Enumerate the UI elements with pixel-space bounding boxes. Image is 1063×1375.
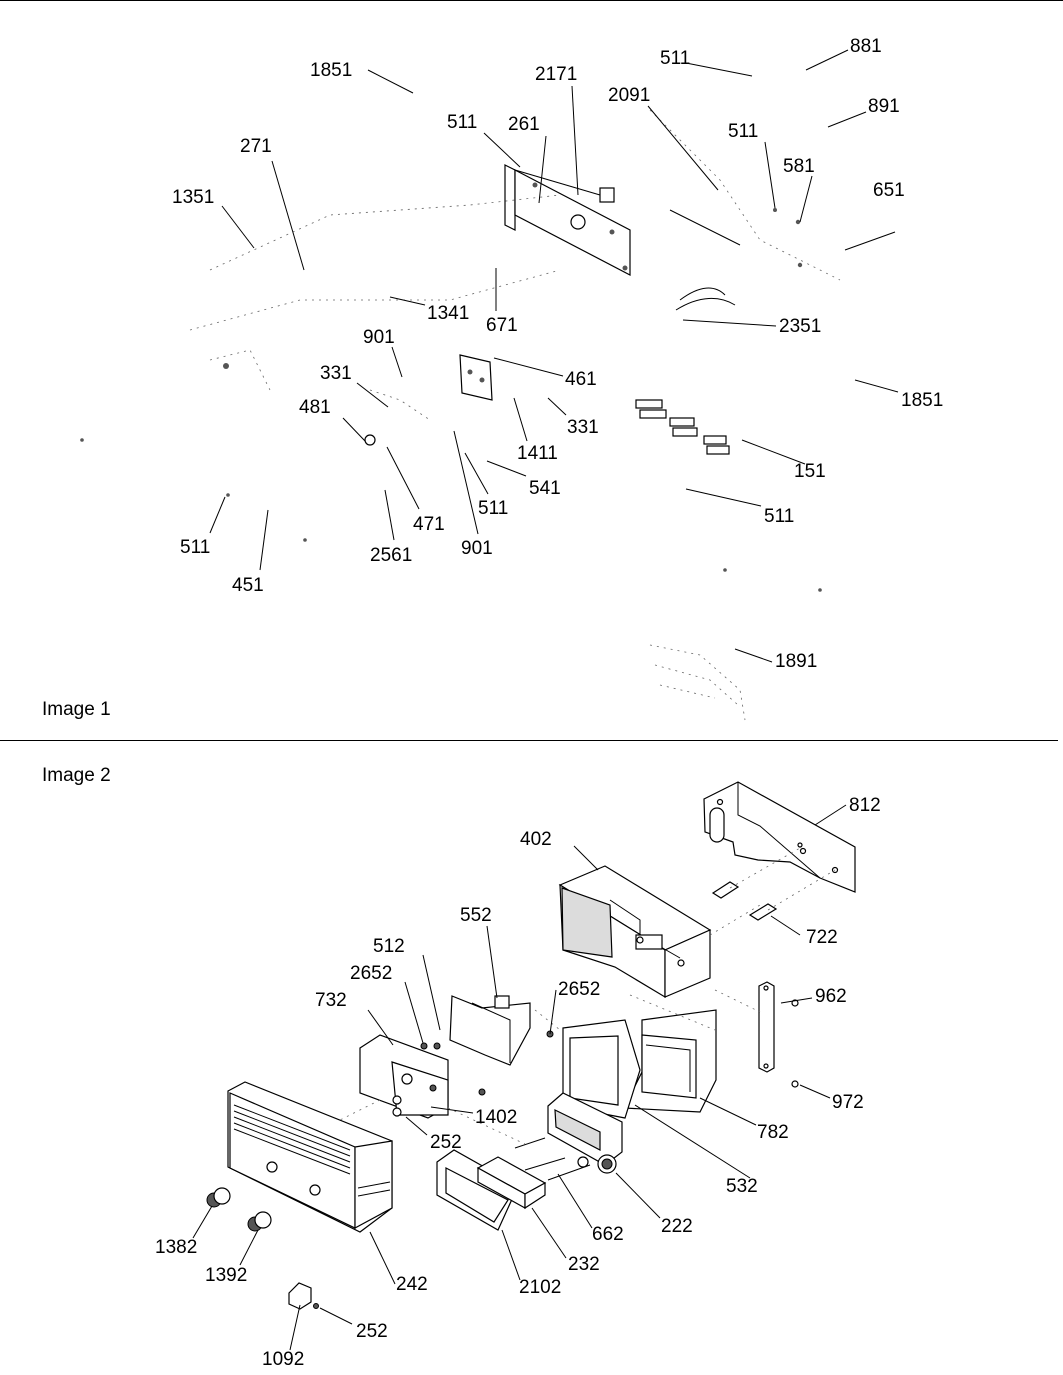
knobs (206, 1187, 272, 1232)
spacers (711, 847, 836, 921)
callout-label: 671 (486, 315, 518, 336)
callout-label: 232 (568, 1254, 600, 1275)
callout-label: 812 (849, 795, 881, 816)
control-housing (558, 865, 712, 999)
callout-label: 511 (180, 537, 210, 558)
image-1-bracket (459, 354, 493, 401)
callout-label: 271 (240, 136, 272, 157)
switch-frame (623, 1009, 717, 1113)
callout-label: 662 (592, 1224, 624, 1245)
explosion-lines (339, 904, 761, 1145)
control-panel (227, 1081, 393, 1233)
callout-label: 1392 (205, 1265, 247, 1286)
callout-label: 1411 (517, 443, 558, 464)
callout-label: 2351 (779, 316, 821, 337)
image-2-caption: Image 2 (42, 765, 111, 786)
callout-label: 1851 (310, 60, 352, 81)
callout-label: 331 (320, 363, 352, 384)
callout-label: 2652 (350, 963, 392, 984)
callout-label: 782 (757, 1122, 789, 1143)
callout-label: 1341 (427, 303, 469, 324)
callout-label: 552 (460, 905, 492, 926)
callout-label: 511 (728, 121, 758, 142)
control-assembly (547, 1092, 623, 1174)
callout-label: 722 (806, 927, 838, 948)
callout-label: 651 (873, 180, 905, 201)
inner-bracket (449, 995, 531, 1066)
callout-label: 511 (660, 48, 690, 69)
image-2-leaders (192, 804, 847, 1351)
callout-label: 261 (508, 114, 540, 135)
callout-label: 2102 (519, 1277, 561, 1298)
callout-label: 1351 (172, 187, 214, 208)
slide-block (476, 1156, 547, 1210)
vent-slots (233, 1104, 351, 1175)
image-1-diagram: 1851 2171 511 881 2091 891 271 511 261 5… (80, 36, 943, 721)
callout-label: 1851 (901, 390, 943, 411)
clip (288, 1282, 319, 1310)
callout-label: 242 (396, 1274, 428, 1295)
callout-label: 972 (832, 1092, 864, 1113)
image-2-diagram: 812 402 552 722 512 2652 2652 962 732 14… (155, 781, 881, 1370)
callout-label: 901 (363, 327, 395, 348)
front-cover (359, 1030, 554, 1119)
panel-divider (0, 740, 1058, 741)
callout-label: 461 (565, 369, 597, 390)
callout-label: 1402 (475, 1107, 517, 1128)
callout-label: 1891 (775, 651, 817, 672)
callout-label: 451 (232, 575, 264, 596)
callout-label: 511 (478, 498, 508, 519)
switch-housing (562, 1019, 641, 1119)
callout-label: 2091 (608, 85, 650, 106)
image-1-caption: Image 1 (42, 699, 111, 720)
callout-label: 541 (529, 478, 561, 499)
callout-label: 962 (815, 986, 847, 1007)
callout-label: 532 (726, 1176, 758, 1197)
top-divider (0, 0, 1063, 1)
callout-label: 732 (315, 990, 347, 1011)
image-1-dotted-panel (649, 644, 746, 721)
callout-label: 2652 (558, 979, 600, 1000)
callout-label: 512 (373, 936, 405, 957)
callout-label: 901 (461, 538, 493, 559)
callout-label: 252 (430, 1132, 462, 1153)
image-1-line-art (80, 109, 841, 721)
image-1-panel: 1851 2171 511 881 2091 891 271 511 261 5… (42, 36, 943, 721)
callout-label: 1382 (155, 1237, 197, 1258)
callout-label: 1092 (262, 1349, 304, 1370)
name-plate (436, 1149, 519, 1231)
image-1-grille (635, 399, 730, 455)
retainer-bar (758, 981, 799, 1088)
image-2-panel: Image 2 (0, 741, 1063, 1375)
callout-label: 151 (794, 461, 826, 482)
image-1-callouts: 1851 2171 511 881 2091 891 271 511 261 5… (172, 36, 943, 672)
image-2-callouts: 812 402 552 722 512 2652 2652 962 732 14… (155, 795, 881, 1370)
callout-label: 511 (764, 506, 794, 527)
image-1-leaders (209, 49, 899, 663)
callout-label: 471 (413, 514, 445, 535)
callout-label: 2561 (370, 545, 412, 566)
callout-label: 402 (520, 829, 552, 850)
mounting-bracket (703, 781, 856, 893)
callout-label: 481 (299, 397, 331, 418)
callout-label: 881 (850, 36, 882, 57)
callout-label: 581 (783, 156, 815, 177)
screws (514, 1137, 591, 1181)
callout-label: 2171 (535, 64, 577, 85)
callout-label: 511 (447, 112, 477, 133)
callout-label: 891 (868, 96, 900, 117)
callout-label: 252 (356, 1321, 388, 1342)
callout-label: 331 (567, 417, 599, 438)
callout-label: 222 (661, 1216, 693, 1237)
